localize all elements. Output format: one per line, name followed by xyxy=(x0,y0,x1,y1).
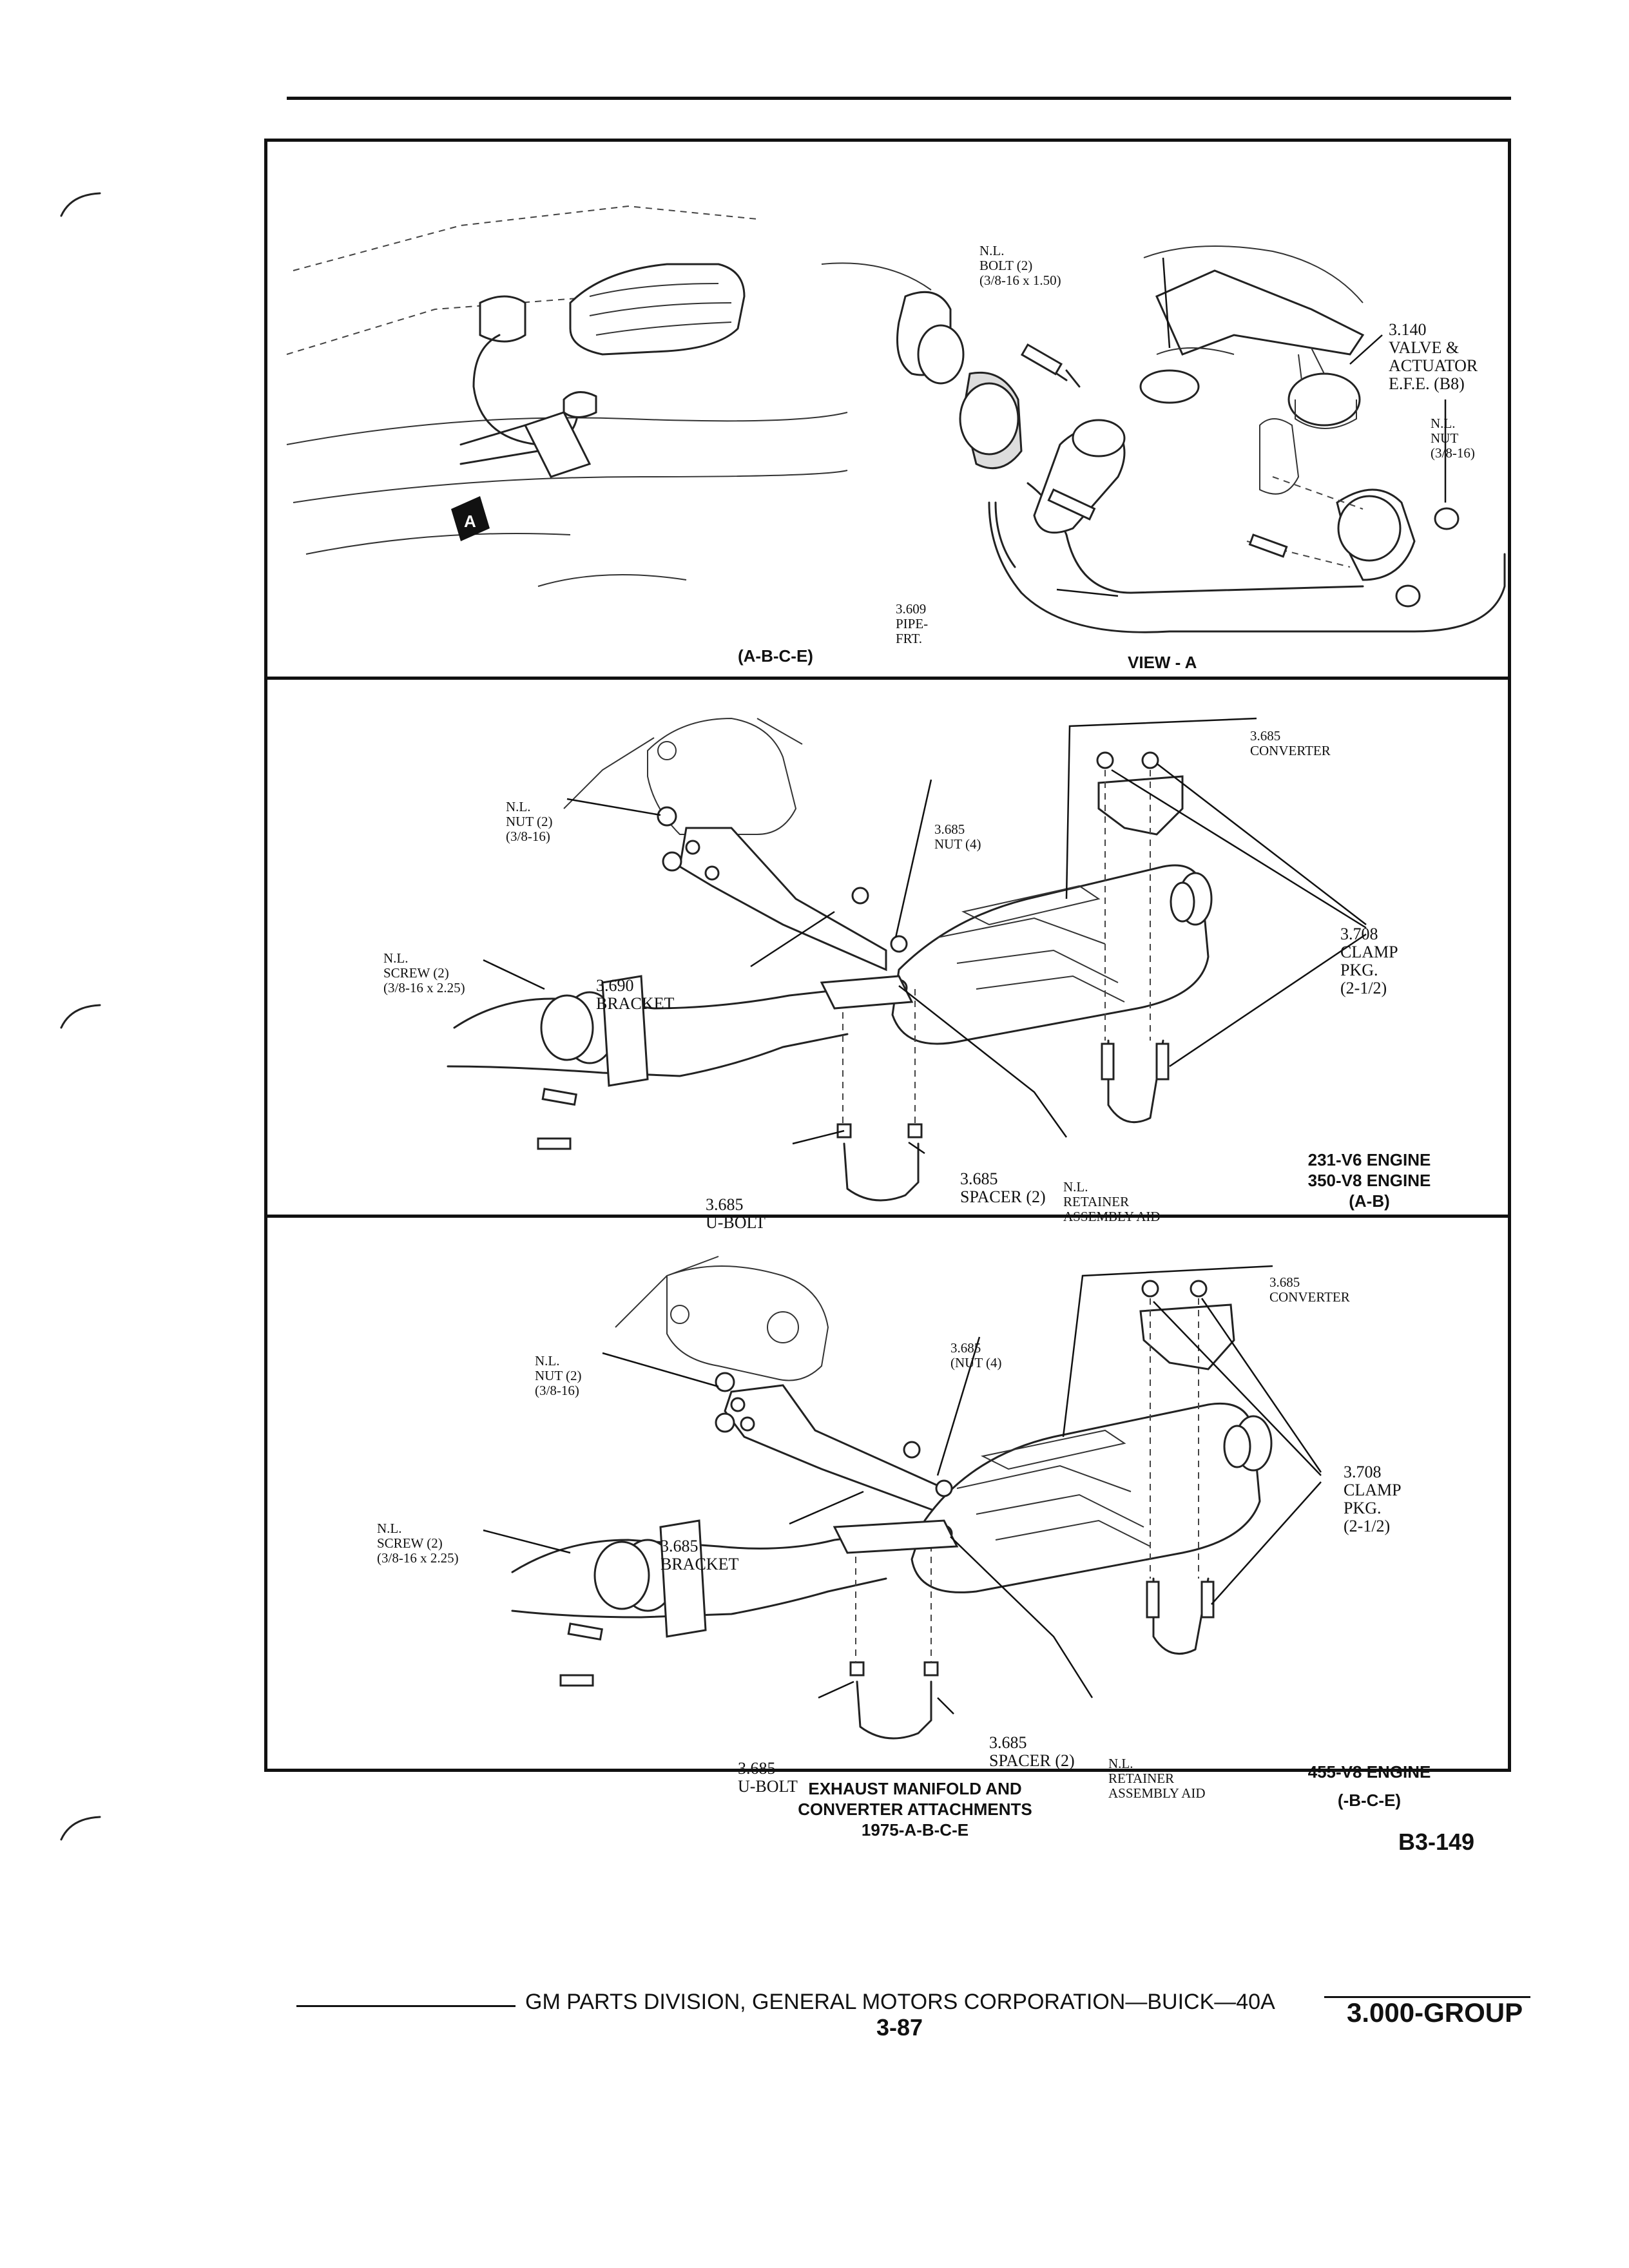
leader-bolt xyxy=(1162,257,1171,349)
label-nl-screw: N.L.SCREW (2)(3/8-16 x 2.25) xyxy=(383,950,465,995)
converter-assembly-drawing-455 xyxy=(483,1256,1322,1740)
footer-rule-left xyxy=(296,2005,516,2007)
label-nl-nut: N.L.NUT (2)(3/8-16) xyxy=(506,799,553,844)
top-rule xyxy=(287,97,1511,100)
region-label: (A-B-C-E) xyxy=(738,646,813,666)
catalytic-converter xyxy=(891,864,1213,1045)
exhaust-manifold-drawing: A xyxy=(286,205,1506,633)
front-pipe xyxy=(447,975,849,1087)
leader-ubolt xyxy=(818,1680,854,1699)
leader-nut4 xyxy=(894,779,932,938)
binder-mark-1 xyxy=(60,192,101,217)
panel-divider-2 xyxy=(267,1215,1508,1218)
lower-u-bolt xyxy=(849,1533,939,1740)
leader-clamp-2 xyxy=(1153,1301,1322,1476)
label-nl-screw: N.L.SCREW (2)(3/8-16 x 2.25) xyxy=(377,1521,459,1566)
leader-screw xyxy=(483,959,545,990)
leader-clamp-3 xyxy=(1169,933,1367,1068)
catalytic-converter xyxy=(911,1402,1273,1593)
label-nl-nut: N.L.NUT (2)(3/8-16) xyxy=(535,1353,582,1398)
leader-clamp-2 xyxy=(1111,769,1367,929)
screws-and-nuts xyxy=(537,806,914,1150)
leader-nut-nl xyxy=(602,1352,719,1388)
screws-and-nuts xyxy=(559,1372,959,1687)
leader-clamp-3 xyxy=(1211,1481,1322,1605)
view-a-marker xyxy=(451,496,490,541)
clamp-u-bolt xyxy=(1146,1577,1215,1655)
leader-spacer xyxy=(908,1141,925,1155)
efe-valve-flange xyxy=(1246,418,1460,608)
label-engine-application: 455-V8 ENGINE(-B-C-E) xyxy=(1307,1762,1431,1810)
label-nl-nut: N.L.NUT(3/8-16) xyxy=(1431,416,1475,461)
leader-valve xyxy=(1349,334,1383,365)
leader-converter xyxy=(1062,1265,1273,1437)
leader-nut-nl xyxy=(566,798,661,816)
page-number: 3-87 xyxy=(876,2014,923,2041)
leader-pipe xyxy=(1056,588,1119,597)
leader-ubolt xyxy=(792,1129,845,1145)
footer-publisher: GM PARTS DIVISION, GENERAL MOTORS CORPOR… xyxy=(525,1990,1275,2014)
figure-number: B3-149 xyxy=(1398,1829,1475,1855)
panel-divider-1 xyxy=(267,677,1508,680)
view-a-exploded xyxy=(821,245,1506,633)
group-number: 3.000-GROUP xyxy=(1347,1997,1523,2028)
leader-retainer xyxy=(898,985,1068,1138)
engine-block-sketch xyxy=(563,717,803,835)
leader-clamp-1 xyxy=(1200,1298,1322,1473)
clamp-saddle xyxy=(1096,751,1184,1041)
leader-screw xyxy=(483,1529,571,1554)
view-a-marker-letter: A xyxy=(464,512,476,531)
label-nl-bolt: N.L.BOLT (2)(3/8-16 x 1.50) xyxy=(979,243,1061,288)
leader-bracket xyxy=(750,910,835,968)
bracket-part xyxy=(679,827,887,972)
lower-u-bolt xyxy=(836,989,923,1202)
leader-clamp-1 xyxy=(1156,763,1367,925)
leader-converter xyxy=(1065,717,1257,899)
illustration-frame: A xyxy=(264,139,1511,1810)
leader-spacer xyxy=(937,1697,954,1715)
leader-nut4 xyxy=(936,1336,981,1476)
clamp-u-bolt xyxy=(1101,1039,1170,1124)
converter-assembly-drawing xyxy=(447,717,1367,1202)
view-a-label: VIEW - A xyxy=(1128,653,1197,672)
engine-block-sketch xyxy=(615,1256,829,1381)
binder-mark-2 xyxy=(60,1004,101,1029)
binder-mark-3 xyxy=(60,1816,101,1841)
panel-view-a: A xyxy=(267,142,1508,677)
label-nut4: 3.685(NUT (4) xyxy=(950,1340,1002,1370)
engine-overview-sketch xyxy=(286,205,848,587)
leader-bracket xyxy=(789,1490,864,1525)
figure-caption: EXHAUST MANIFOLD AND CONVERTER ATTACHMEN… xyxy=(798,1779,1032,1840)
footer-rule-right xyxy=(1324,1996,1530,1998)
leader-retainer xyxy=(950,1536,1094,1698)
efe-valve-actuator xyxy=(1287,347,1361,429)
front-pipe xyxy=(511,1519,887,1638)
